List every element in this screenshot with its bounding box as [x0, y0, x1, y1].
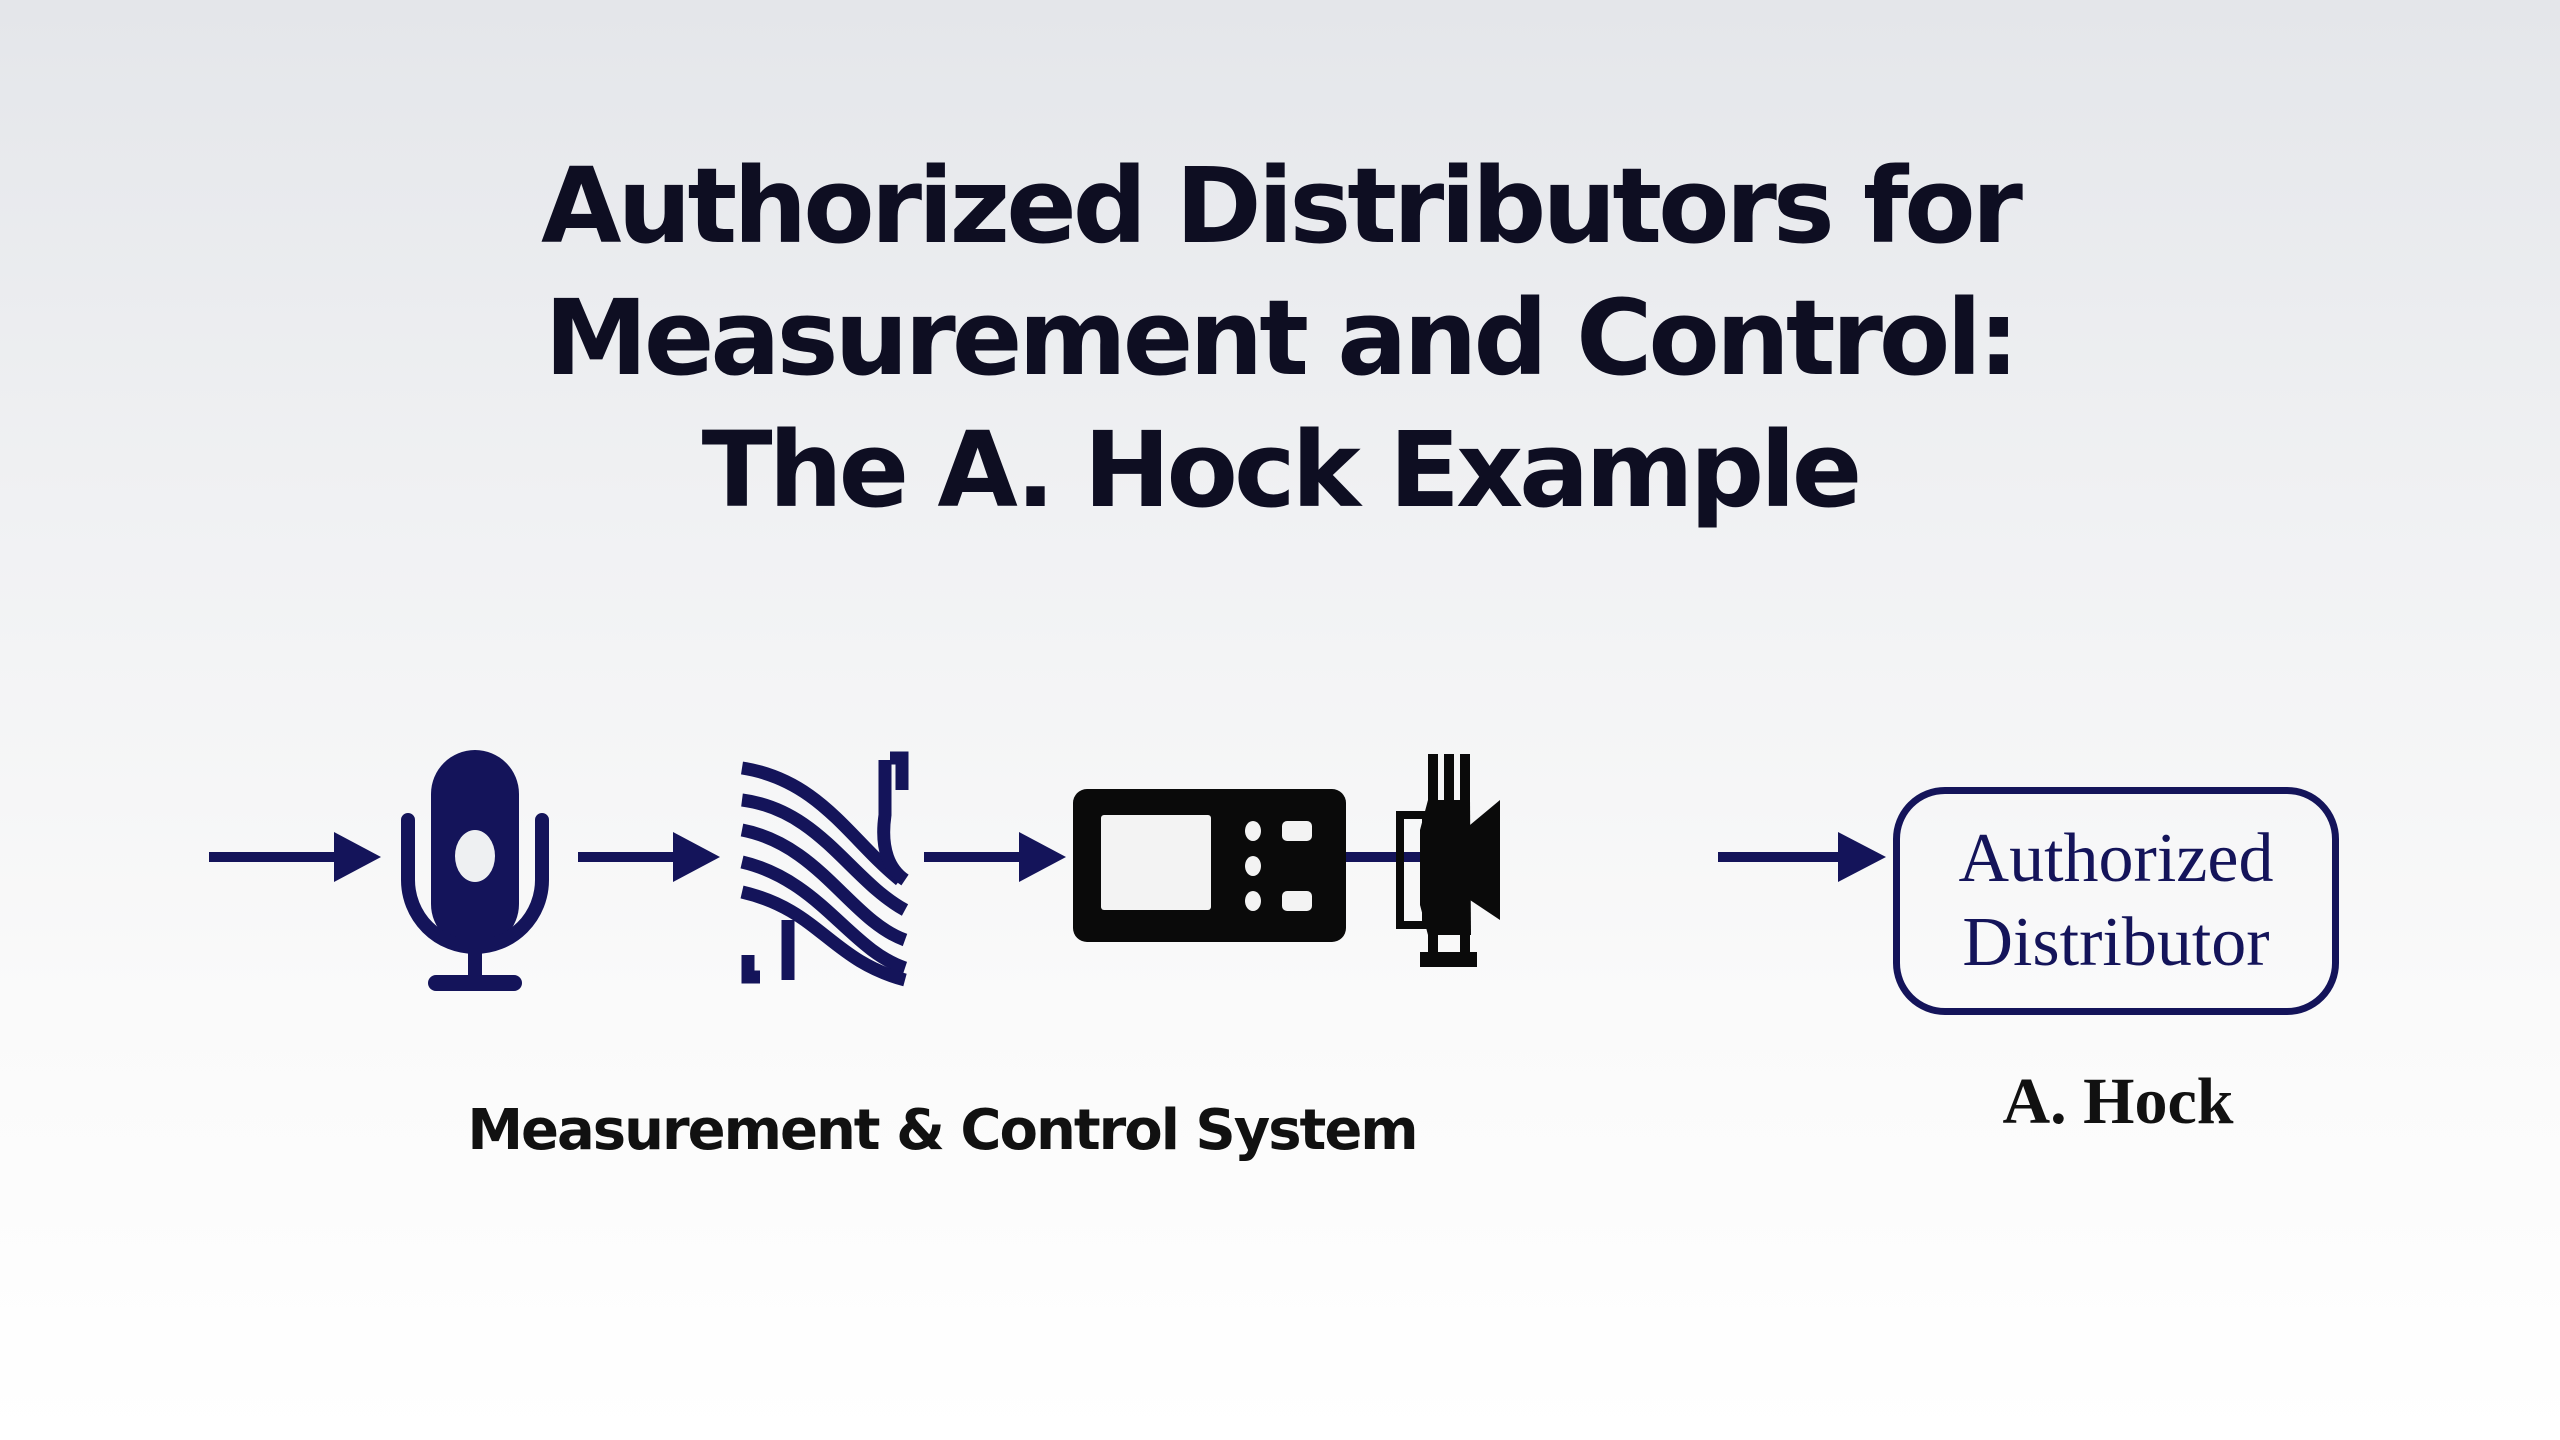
system-label: Measurement & Control System — [467, 1098, 1418, 1163]
box-line-2: Distributor — [1962, 904, 2270, 981]
arrow-1 — [209, 832, 381, 882]
arrow-2 — [578, 832, 720, 882]
distributor-name: A. Hock — [2002, 1065, 2234, 1138]
box-line-1: Authorized — [1958, 820, 2274, 897]
title-line-1: Authorized Distributors for — [541, 145, 2023, 267]
title-line-3: The A. Hock Example — [701, 409, 1863, 531]
title-line-2: Measurement and Control: — [544, 277, 2019, 399]
valve-actuator-icon — [1396, 754, 1500, 967]
microphone-icon — [401, 750, 549, 991]
page-title: Authorized Distributors for Measurement … — [0, 140, 2560, 536]
arrow-3 — [924, 832, 1066, 882]
authorized-distributor-box: Authorized Distributor — [1893, 787, 2339, 1015]
sensor-waves-icon — [740, 751, 909, 987]
arrow-5 — [1718, 832, 1886, 882]
control-device-icon — [1073, 789, 1346, 942]
